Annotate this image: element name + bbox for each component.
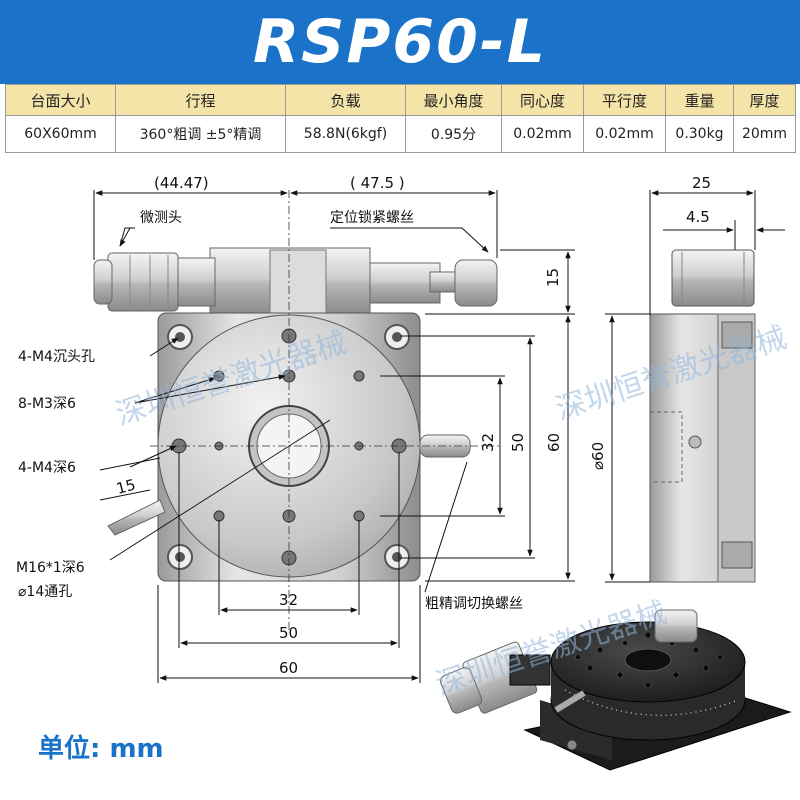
spec-value: 360°粗调 ±5°精调 <box>115 115 286 153</box>
spec-header: 行程 <box>115 84 286 116</box>
spec-value: 58.8N(6kgf) <box>285 115 406 153</box>
side-dimensions <box>605 190 785 583</box>
callout-switch-screw: 粗精调切换螺丝 <box>425 595 523 612</box>
spec-value: 60X60mm <box>5 115 116 153</box>
dim-h32: 32 <box>279 591 298 609</box>
spec-header: 厚度 <box>733 84 796 116</box>
callout-m4-holes: 4-M4深6 <box>18 460 76 476</box>
dim-v50: 50 <box>509 433 527 452</box>
spec-value: 0.95分 <box>405 115 502 153</box>
drawing-labels: (44.47) ( 47.5 ) 15 32 50 60 32 50 60 15… <box>16 174 711 677</box>
spec-header: 重量 <box>665 84 734 116</box>
unit-label: 单位: mm <box>38 734 164 764</box>
spec-header: 台面大小 <box>5 84 116 116</box>
spec-header: 负载 <box>285 84 406 116</box>
callout-center-thread: M16*1深6 <box>16 560 85 576</box>
spec-header: 平行度 <box>583 84 666 116</box>
dim-angle-15: 15 <box>114 476 137 498</box>
center-lines <box>150 190 500 630</box>
micrometer-head <box>93 252 216 312</box>
dim-v32: 32 <box>479 433 497 452</box>
callout-micrometer: 微测头 <box>140 210 182 226</box>
dim-h50: 50 <box>279 624 298 642</box>
housing-center <box>269 249 327 315</box>
callout-m3-holes: 8-M3深6 <box>18 396 76 412</box>
title-banner <box>0 0 800 84</box>
dim-side-diameter: ⌀60 <box>589 442 607 470</box>
product-title: RSP60-L <box>252 7 548 77</box>
side-screw-head <box>671 249 755 307</box>
product-photo <box>440 609 792 771</box>
spec-header: 最小角度 <box>405 84 502 116</box>
spec-header-row: 台面大小 行程 负载 最小角度 同心度 平行度 重量 厚度 <box>5 84 796 116</box>
dimension-lines <box>93 190 575 683</box>
front-view <box>93 190 500 630</box>
dim-h60: 60 <box>279 659 298 677</box>
callout-center-hole: ⌀14通孔 <box>18 584 72 600</box>
side-view <box>649 249 756 583</box>
dim-side-25: 25 <box>692 174 711 192</box>
spec-value: 20mm <box>733 115 796 153</box>
callout-m4-countersink: 4-M4沉头孔 <box>18 349 95 365</box>
dim-height-15: 15 <box>544 268 562 287</box>
lock-screw <box>369 259 498 307</box>
dim-side-4-5: 4.5 <box>686 208 710 226</box>
adjust-pin <box>107 499 166 536</box>
callout-lock-screw: 定位锁紧螺丝 <box>330 210 414 226</box>
dim-top-right: ( 47.5 ) <box>350 174 405 192</box>
dim-v60: 60 <box>545 433 563 452</box>
spec-value: 0.30kg <box>665 115 734 153</box>
spec-value-row: 60X60mm 360°粗调 ±5°精调 58.8N(6kgf) 0.95分 0… <box>5 115 796 153</box>
spec-header: 同心度 <box>501 84 584 116</box>
spec-value: 0.02mm <box>501 115 584 153</box>
spec-table: 台面大小 行程 负载 最小角度 同心度 平行度 重量 厚度 60X60mm 36… <box>5 84 796 153</box>
callout-leaders <box>119 227 489 593</box>
spec-value: 0.02mm <box>583 115 666 153</box>
dim-top-left: (44.47) <box>154 174 209 192</box>
